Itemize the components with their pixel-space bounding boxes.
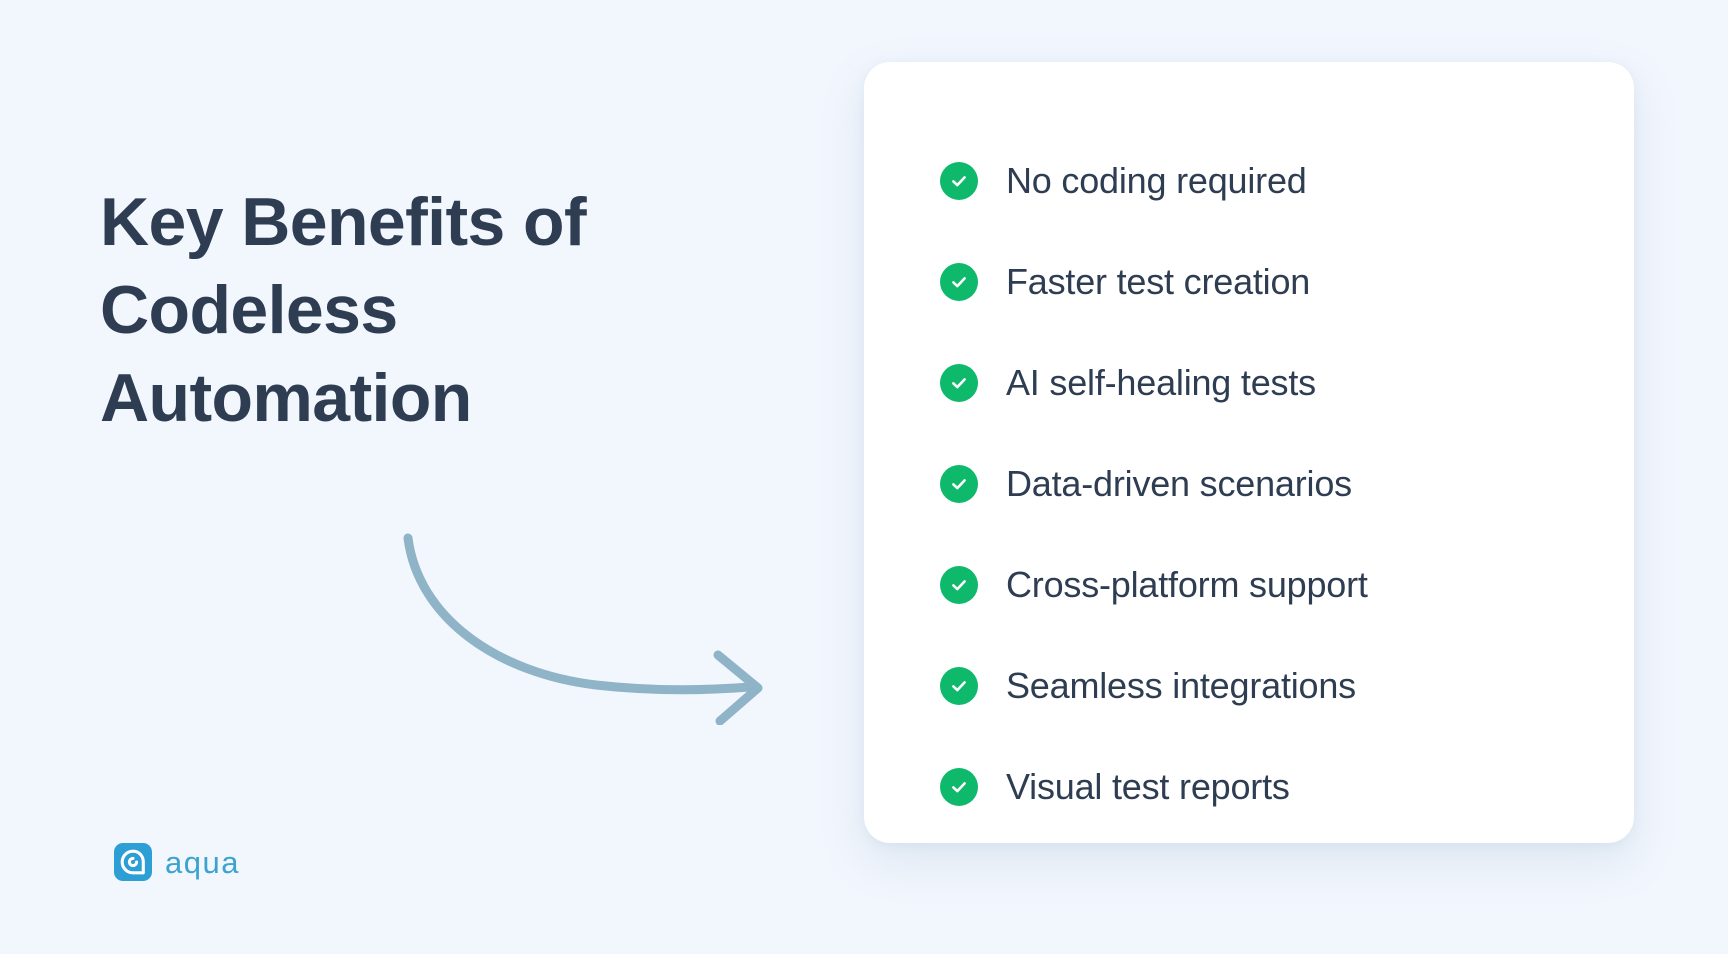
benefit-label: Visual test reports <box>1006 765 1290 807</box>
check-circle-icon <box>940 262 978 301</box>
aqua-wordmark: aqua <box>165 844 240 880</box>
check-circle-icon <box>940 666 978 705</box>
aqua-logo-mark-icon <box>114 843 152 881</box>
list-item: Data-driven scenarios <box>940 433 1604 534</box>
list-item: Cross-platform support <box>940 534 1604 635</box>
benefit-label: Data-driven scenarios <box>1006 462 1352 504</box>
benefit-label: Seamless integrations <box>1006 664 1356 706</box>
page-title: Key Benefits of Codeless Automation <box>100 184 587 436</box>
benefits-list: No coding required Faster test creation … <box>940 130 1604 837</box>
left-column: Key Benefits of Codeless Automation aqua <box>100 184 763 881</box>
list-item: Seamless integrations <box>940 635 1604 736</box>
check-circle-icon <box>940 565 978 604</box>
list-item: Visual test reports <box>940 736 1604 837</box>
brand-logo: aqua <box>114 843 240 881</box>
benefit-label: No coding required <box>1006 159 1307 201</box>
check-circle-icon <box>940 161 978 200</box>
check-circle-icon <box>940 363 978 402</box>
curved-arrow-icon <box>403 533 763 725</box>
benefit-label: Faster test creation <box>1006 260 1311 302</box>
benefits-card: No coding required Faster test creation … <box>864 62 1634 843</box>
list-item: No coding required <box>940 130 1604 231</box>
benefit-label: Cross-platform support <box>1006 563 1368 605</box>
list-item: AI self-healing tests <box>940 332 1604 433</box>
check-circle-icon <box>940 464 978 503</box>
list-item: Faster test creation <box>940 231 1604 332</box>
benefit-label: AI self-healing tests <box>1006 361 1316 403</box>
check-circle-icon <box>940 767 978 806</box>
